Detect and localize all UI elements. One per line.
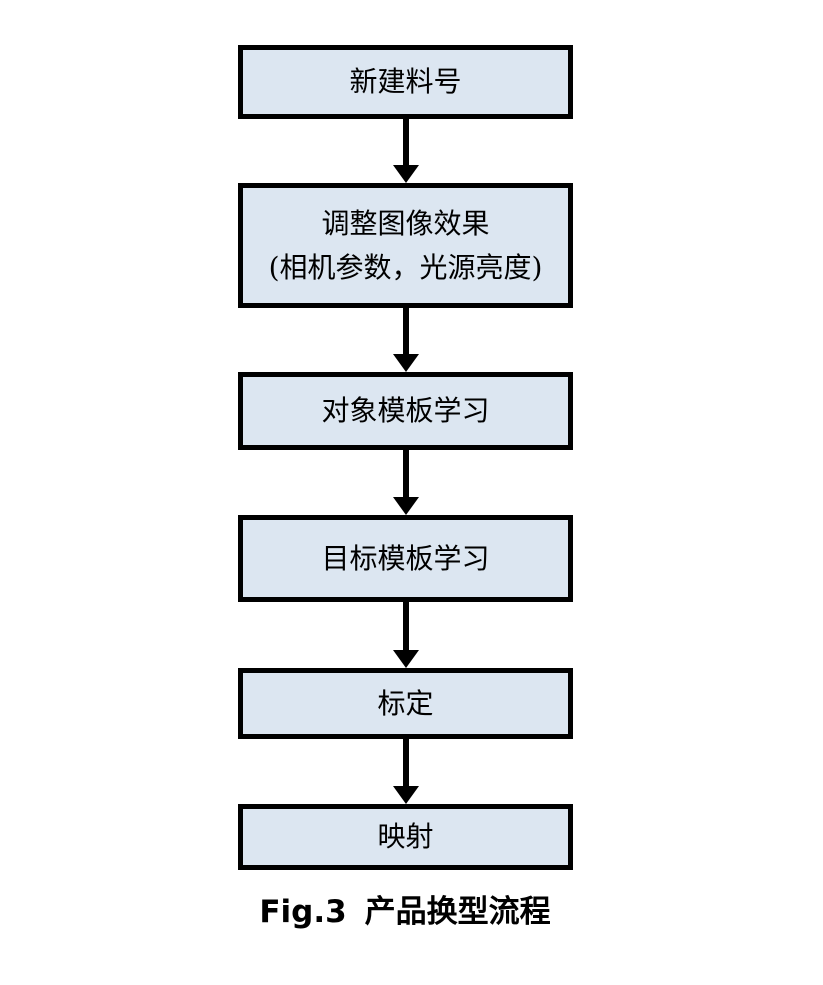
figure-number-label: Fig.3: [259, 894, 347, 930]
arrow-head-icon: [392, 786, 419, 804]
arrow-shaft: [402, 739, 409, 786]
step-label: 目标模板学习: [321, 541, 490, 575]
step-label: 调整图像效果: [321, 207, 490, 241]
down-arrow: [392, 602, 419, 668]
step-label: 对象模板学习: [321, 394, 490, 428]
arrow-head-icon: [392, 650, 419, 668]
arrow-head-icon: [392, 354, 419, 372]
step-sublabel: (相机参数，光源亮度): [268, 250, 543, 284]
down-arrow: [392, 450, 419, 515]
step-mapping: 映射: [238, 804, 573, 870]
step-label: 新建料号: [349, 65, 462, 99]
figure-title: 产品换型流程: [364, 894, 551, 930]
arrow-head-icon: [392, 497, 419, 515]
arrow-shaft: [402, 308, 409, 354]
step-label: 标定: [377, 686, 434, 720]
step-calibration: 标定: [238, 668, 573, 739]
down-arrow: [392, 739, 419, 804]
step-label: 映射: [377, 820, 434, 854]
down-arrow: [392, 119, 419, 183]
down-arrow: [392, 308, 419, 372]
step-adjust-image-effect: 调整图像效果 (相机参数，光源亮度): [238, 183, 573, 308]
arrow-shaft: [402, 450, 409, 497]
arrow-shaft: [402, 119, 409, 165]
figure-caption: Fig.3 产品换型流程: [0, 886, 810, 931]
step-new-material-number: 新建料号: [238, 45, 573, 119]
step-target-template-learning: 目标模板学习: [238, 515, 573, 602]
arrow-shaft: [402, 602, 409, 650]
arrow-head-icon: [392, 165, 419, 183]
step-object-template-learning: 对象模板学习: [238, 372, 573, 450]
